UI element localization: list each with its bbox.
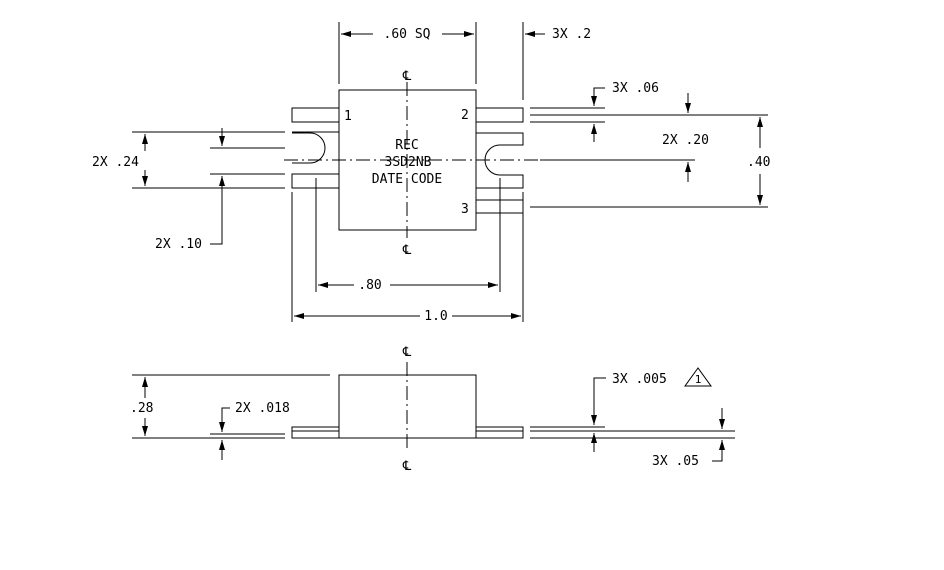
side-left-lead: [291, 426, 340, 439]
marking-line-2: 3SD2NB: [385, 155, 432, 170]
right-lead-2: [476, 132, 524, 189]
standoff-dimension: 3X .05: [652, 454, 699, 469]
body-size-dimension: .60 SQ: [384, 27, 431, 42]
lead-thickness-dimension: 3X .06: [612, 81, 659, 96]
marking-line-1: REC: [395, 138, 418, 153]
side-centerline-symbol-bottom: ℄: [402, 459, 412, 474]
lead-pitch-dimension: 2X .20: [662, 133, 709, 148]
centerline-symbol-top: ℄: [402, 69, 412, 84]
overall-span-dimension: 1.0: [424, 309, 447, 324]
flatness-note-number: 1: [695, 373, 702, 386]
left-gap-dimension: 2X .10: [155, 237, 202, 252]
left-lead-1: [291, 107, 339, 123]
side-centerline-symbol-top: ℄: [402, 345, 412, 360]
pin-2-label: 2: [461, 108, 469, 123]
left-slot: [292, 132, 326, 164]
side-right-lead: [475, 426, 524, 439]
pin-1-label: 1: [344, 109, 352, 124]
left-pitch-dimension: 2X .24: [92, 155, 139, 170]
top-view: REC 3SD2NB DATE CODE 1 2 3 ℄ ℄: [92, 22, 770, 324]
pad-span-dimension: .80: [358, 278, 381, 293]
side-view: ℄ ℄ .28 2X .018 3X .005 1 3X .05: [130, 345, 735, 474]
flatness-dimension: 3X .005: [612, 372, 667, 387]
lead-width-dimension: 3X .2: [552, 27, 591, 42]
overall-height-dimension: .40: [747, 155, 770, 170]
pin-3-label: 3: [461, 202, 469, 217]
right-lead-1: [476, 107, 524, 123]
side-height-dimension: .28: [130, 401, 153, 416]
flatness-note-triangle: [684, 367, 712, 387]
side-lead-thickness-dimension: 2X .018: [235, 401, 290, 416]
centerline-symbol-bottom: ℄: [402, 243, 412, 258]
